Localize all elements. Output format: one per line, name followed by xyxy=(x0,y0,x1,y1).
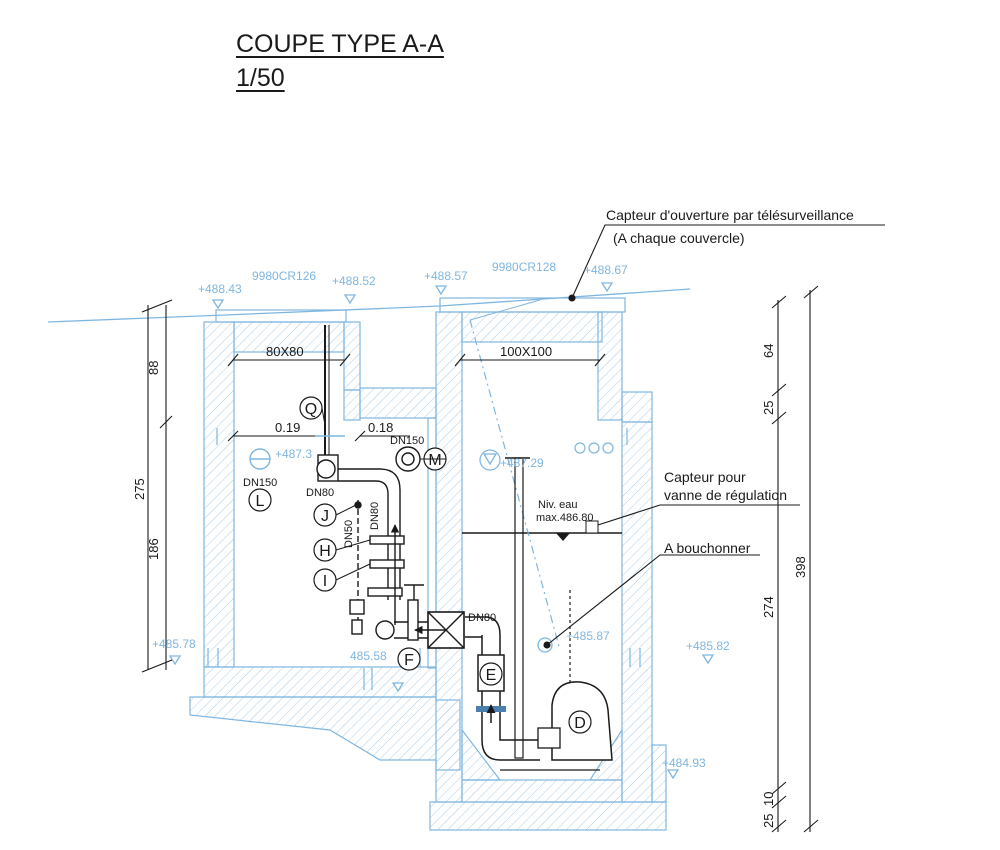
pipe-dn80-c: DN80 xyxy=(468,612,496,624)
dim-right-274: 274 xyxy=(761,596,776,618)
cover-left-ref: 9980CR126 xyxy=(252,269,316,283)
capteur-ouverture-line2: (A chaque couvercle) xyxy=(613,230,745,246)
pipe-dn150-left: DN150 xyxy=(243,477,277,489)
level-485-82: +485.82 xyxy=(686,639,730,653)
level-487-3: +487.3 xyxy=(275,447,312,461)
marker-Q-label: Q xyxy=(305,401,317,418)
marker-E: E xyxy=(479,662,503,686)
drawing-title: COUPE TYPE A-A xyxy=(236,30,444,58)
dim-right-25: 25 xyxy=(761,401,776,415)
marker-J: J xyxy=(313,503,337,527)
level-488-52: +488.52 xyxy=(332,274,376,288)
marker-I-label: I xyxy=(323,573,327,590)
marker-I: I xyxy=(313,568,337,592)
marker-J-label: J xyxy=(321,508,329,525)
cover-right-ref: 9980CR128 xyxy=(492,260,556,274)
level-485-87: +485.87 xyxy=(566,629,610,643)
pipe-dn80-a: DN80 xyxy=(306,487,334,499)
marker-leaders xyxy=(321,407,446,581)
level-487-29: +487.29 xyxy=(500,456,544,470)
level-488-57: +488.57 xyxy=(424,269,468,283)
dim-left-275: 275 xyxy=(132,478,147,500)
level-markers-top xyxy=(168,282,715,780)
right-chamber xyxy=(429,297,667,831)
marker-L-label: L xyxy=(256,493,265,510)
pipe-dn50: DN50 xyxy=(343,520,355,548)
opening-left-dim: 80X80 xyxy=(266,344,304,359)
marker-L: L xyxy=(248,488,272,512)
capteur-vanne-line1: Capteur pour xyxy=(664,469,746,485)
dim-0-19: 0.19 xyxy=(275,420,300,435)
level-484-93: +484.93 xyxy=(662,756,706,770)
left-dimension-chain xyxy=(141,299,173,673)
right-dimension-chain xyxy=(771,285,819,833)
marker-E-label: E xyxy=(486,667,497,684)
marker-D: D xyxy=(568,710,592,734)
dim-0-18: 0.18 xyxy=(368,420,393,435)
marker-F-label: F xyxy=(404,652,414,669)
level-488-67: +488.67 xyxy=(584,263,628,277)
valve-chamber-equipment xyxy=(249,325,465,649)
dim-left-88: 88 xyxy=(146,361,161,375)
wet-well-equipment xyxy=(462,299,622,771)
water-level-line1: Niv. eau xyxy=(538,499,578,511)
leader-lines xyxy=(543,224,885,649)
pipe-dn150-mid: DN150 xyxy=(390,435,424,447)
drawing-scale: 1/50 xyxy=(236,64,285,92)
capteur-vanne-line2: vanne de régulation xyxy=(664,487,787,503)
capteur-ouverture-line1: Capteur d'ouverture par télésurveillance xyxy=(606,207,854,223)
water-level-line2: max.486.80 xyxy=(536,512,593,524)
dim-right-64: 64 xyxy=(761,344,776,358)
dim-left-186: 186 xyxy=(146,538,161,560)
marker-Q: Q xyxy=(299,396,323,420)
marker-M-label: M xyxy=(428,452,441,469)
marker-D-label: D xyxy=(574,715,586,732)
level-488-43: +488.43 xyxy=(198,282,242,296)
dim-right-10: 10 xyxy=(761,792,776,806)
level-485-58: 485.58 xyxy=(350,649,387,663)
pipe-dn80-b: DN80 xyxy=(369,502,381,530)
left-chamber xyxy=(189,309,461,771)
marker-H-label: H xyxy=(319,543,331,560)
a-bouchonner-label: A bouchonner xyxy=(664,540,751,556)
floor-drains xyxy=(207,428,641,690)
dim-right-25b: 25 xyxy=(761,814,776,828)
dim-right-398: 398 xyxy=(793,556,808,578)
opening-dimensions xyxy=(227,353,606,442)
marker-H: H xyxy=(313,538,337,562)
level-485-78: +485.78 xyxy=(152,637,196,651)
marker-F: F xyxy=(397,647,421,671)
opening-right-dim: 100X100 xyxy=(500,344,552,359)
